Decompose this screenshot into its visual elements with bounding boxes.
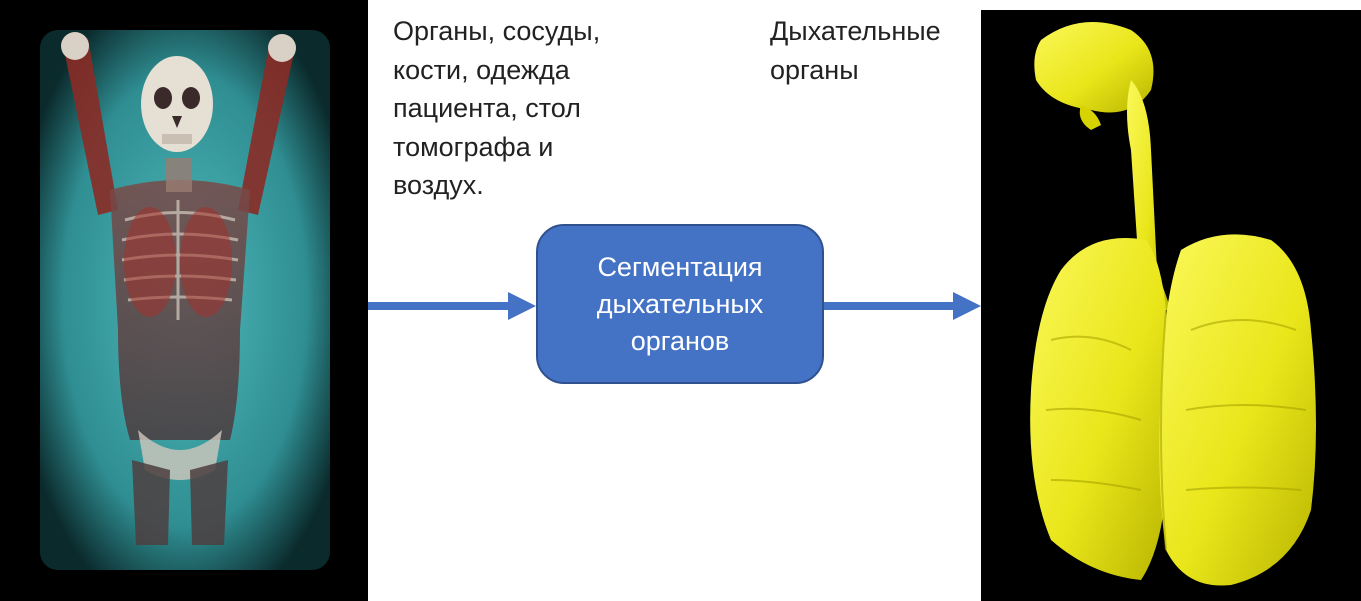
neck: [166, 158, 192, 192]
output-segmentation-image: [981, 10, 1361, 601]
segmentation-process-box: Сегментация дыхательных органов: [536, 224, 824, 384]
skull: [141, 56, 213, 152]
nasal-cavity: [172, 116, 182, 128]
right-eye-socket: [182, 87, 200, 109]
input-ct-image: [0, 0, 368, 601]
right-arm: [238, 40, 296, 215]
airway-detail: [1079, 105, 1101, 130]
input-caption: Органы, сосуды, кости, одежда пациента, …: [393, 16, 601, 200]
left-leg: [132, 460, 170, 545]
lung-surface-texture: [1045, 309, 1307, 551]
segmented-lung-right: [1030, 238, 1169, 580]
left-arm: [62, 38, 118, 215]
left-hand: [61, 32, 89, 60]
upper-airway: [1034, 22, 1154, 113]
left-eye-socket: [154, 87, 172, 109]
arrow-right-icon: [368, 292, 536, 320]
ct-right-lung: [180, 207, 232, 317]
output-caption: Дыхательные органы: [770, 16, 941, 85]
ct-body-illustration: [0, 0, 368, 601]
teeth: [162, 134, 192, 144]
ct-left-lung: [124, 207, 176, 317]
process-label: Сегментация дыхательных органов: [596, 251, 764, 356]
lungs-airway-illustration: [981, 10, 1361, 601]
segmented-lung-left: [1159, 234, 1316, 586]
right-hand: [268, 34, 296, 62]
arrow-right-icon: [824, 292, 981, 320]
right-leg: [190, 460, 228, 545]
